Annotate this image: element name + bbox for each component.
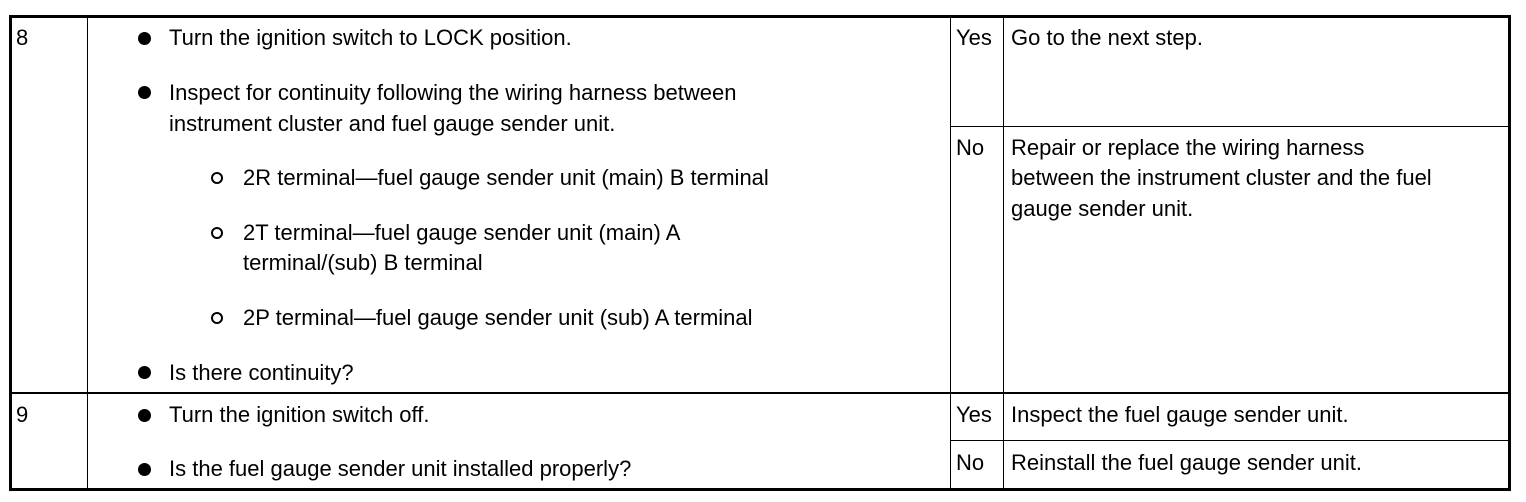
question-text: Is the fuel gauge sender unit installed … [169,456,632,481]
instruction-text: Turn the ignition switch to LOCK positio… [169,25,572,50]
result-yes: Yes [956,402,992,427]
action-text: Go to the next step. [1011,25,1204,50]
sub-bullet-icon [211,312,223,324]
step-number: 8 [16,25,29,50]
divider-row-8-yes-no [950,126,1511,127]
sub-instruction-text: 2T terminal—fuel gauge sender unit (main… [243,220,681,245]
bullet-icon [138,409,151,422]
question-text: Is there continuity? [169,360,354,385]
action-text: gauge sender unit. [1011,196,1194,221]
bullet-icon [138,366,151,379]
instruction-text: Turn the ignition switch off. [169,402,430,427]
result-no: No [956,450,985,475]
sub-instruction-text: 2R terminal—fuel gauge sender unit (main… [243,165,769,190]
divider-result-column [950,15,951,491]
divider-row-9-yes-no [950,440,1511,441]
action-text: Repair or replace the wiring harness [1011,135,1365,160]
action-text: between the instrument cluster and the f… [1011,165,1432,190]
divider-row-8-9 [9,392,1511,394]
bullet-icon [138,86,151,99]
divider-step-column [87,15,88,491]
action-text: Reinstall the fuel gauge sender unit. [1011,450,1363,475]
diagnostic-table [9,15,1511,491]
action-text: Inspect the fuel gauge sender unit. [1011,402,1349,427]
instruction-text: instrument cluster and fuel gauge sender… [169,111,616,136]
result-yes: Yes [956,25,992,50]
instruction-text: Inspect for continuity following the wir… [169,80,737,105]
sub-instruction-text: 2P terminal—fuel gauge sender unit (sub)… [243,305,753,330]
result-no: No [956,135,985,160]
bullet-icon [138,32,151,45]
sub-instruction-text: terminal/(sub) B terminal [243,250,483,275]
divider-action-column [1003,15,1004,491]
sub-bullet-icon [211,172,223,184]
sub-bullet-icon [211,227,223,239]
step-number: 9 [16,402,29,427]
bullet-icon [138,463,151,476]
